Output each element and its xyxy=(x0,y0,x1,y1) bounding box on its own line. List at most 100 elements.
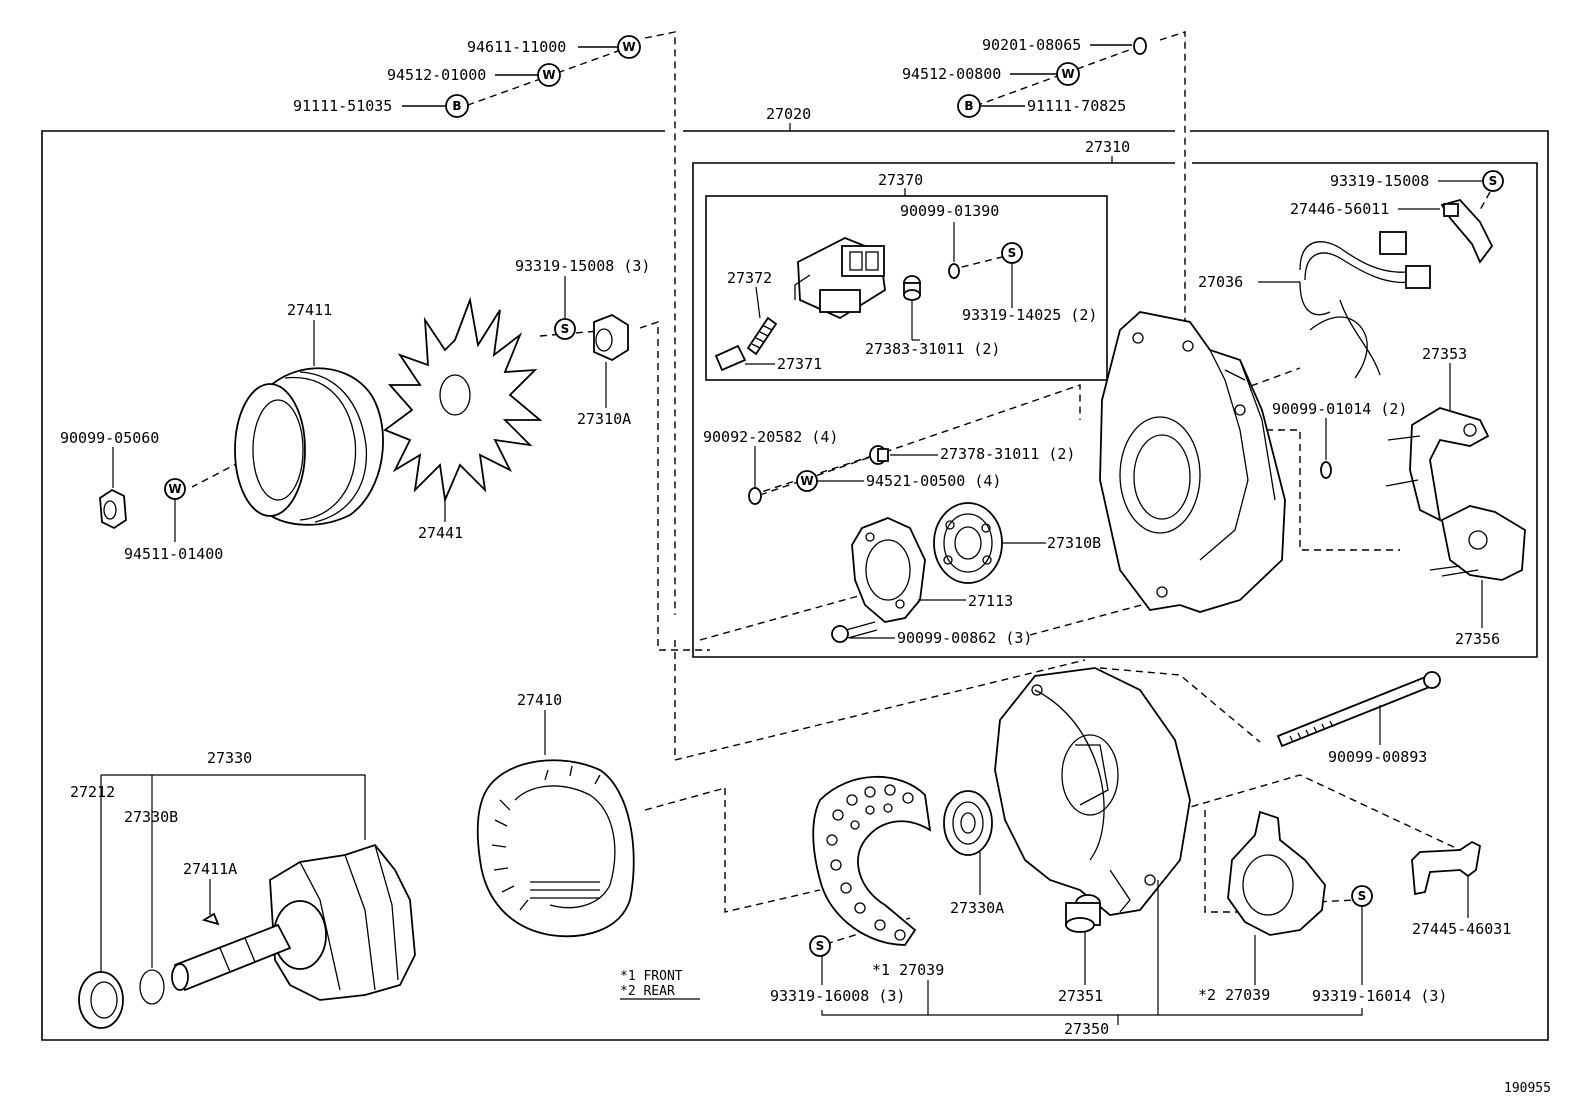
diagram-id: 190955 xyxy=(1504,1081,1551,1096)
svg-text:W: W xyxy=(622,40,635,54)
label-93319-15008-top: 93319-15008 xyxy=(1330,172,1429,190)
screw-icon xyxy=(1482,170,1504,192)
label-90099-00862: 90099-00862 (3) xyxy=(897,629,1032,647)
label-27353: 27353 xyxy=(1422,345,1467,363)
label-90092-20582: 90092-20582 (4) xyxy=(703,428,838,446)
washer-icon xyxy=(1056,62,1080,86)
bearing-27212-part xyxy=(78,971,124,1029)
label-27039-front: *1 27039 xyxy=(872,961,944,979)
label-93319-14025: 93319-14025 (2) xyxy=(962,306,1097,324)
label-90201-08065: 90201-08065 xyxy=(982,36,1081,54)
bolt-27378-part xyxy=(869,445,889,465)
retainer-plate-part xyxy=(851,517,926,623)
frame-27310 xyxy=(692,162,1538,658)
frame-27020 xyxy=(41,130,1549,1041)
label-94521-00500: 94521-00500 (4) xyxy=(866,472,1001,490)
bolt-icon xyxy=(445,94,469,118)
rectifier-27039-rear-part xyxy=(1227,810,1326,936)
label-27378-31011: 27378-31011 (2) xyxy=(940,445,1075,463)
pulley-part xyxy=(234,367,384,526)
bearing-27330A-part xyxy=(943,790,993,856)
pulley-nut-part xyxy=(99,488,127,530)
frame-27370 xyxy=(705,195,1108,381)
svg-text:S: S xyxy=(816,939,825,953)
nut-icon xyxy=(1133,37,1147,55)
front-frame-part xyxy=(994,667,1191,916)
label-27330A: 27330A xyxy=(950,899,1004,917)
label-27446-56011: 27446-56011 xyxy=(1290,200,1389,218)
rotor-part xyxy=(171,843,416,1001)
stator-part xyxy=(476,759,635,938)
label-27356: 27356 xyxy=(1455,630,1500,648)
label-27351: 27351 xyxy=(1058,987,1103,1005)
label-27370: 27370 xyxy=(878,171,923,189)
label-94512-01000: 94512-01000 xyxy=(387,66,486,84)
note-front: *1 FRONT xyxy=(620,969,683,984)
label-27036: 27036 xyxy=(1198,273,1243,291)
label-27411A: 27411A xyxy=(183,860,237,878)
key-part xyxy=(201,912,220,926)
terminal-clip-part xyxy=(1440,198,1494,264)
screw-icon xyxy=(809,935,831,957)
svg-text:S: S xyxy=(1489,174,1498,188)
rectifier-holder-part xyxy=(1385,407,1526,581)
brush-holder-part xyxy=(794,237,886,320)
bushing-27351-part xyxy=(1065,894,1101,933)
svg-text:S: S xyxy=(1008,246,1017,260)
nut-icon xyxy=(1320,461,1332,479)
label-27372: 27372 xyxy=(727,269,772,287)
label-27310: 27310 xyxy=(1085,138,1130,156)
snap-ring-part xyxy=(139,969,165,1005)
label-93319-16014: 93319-16014 (3) xyxy=(1312,987,1447,1005)
label-27410: 27410 xyxy=(517,691,562,709)
spacer-27310A-part xyxy=(593,313,629,362)
label-27212: 27212 xyxy=(70,783,115,801)
fan-part xyxy=(383,296,543,504)
screw-icon xyxy=(554,318,576,340)
nut-icon xyxy=(948,263,960,279)
nut-icon xyxy=(748,487,762,505)
label-90099-01390: 90099-01390 xyxy=(900,202,999,220)
label-94611-11000: 94611-11000 xyxy=(467,38,566,56)
label-27039-rear: *2 27039 xyxy=(1198,986,1270,1004)
terminal-bracket-part xyxy=(1411,840,1481,896)
svg-text:B: B xyxy=(452,99,461,113)
label-27113: 27113 xyxy=(968,592,1013,610)
label-27383-31011: 27383-31011 (2) xyxy=(865,340,1000,358)
label-94512-00800: 94512-00800 xyxy=(902,65,1001,83)
label-27441: 27441 xyxy=(418,524,463,542)
svg-text:S: S xyxy=(1358,889,1367,903)
svg-text:W: W xyxy=(542,68,555,82)
bearing-27310B-part xyxy=(933,502,1003,584)
wire-harness-part xyxy=(1299,231,1431,379)
label-90099-00893: 90099-00893 xyxy=(1328,748,1427,766)
svg-text:W: W xyxy=(168,482,181,496)
label-94511-01400: 94511-01400 xyxy=(124,545,223,563)
label-93319-15008-3: 93319-15008 (3) xyxy=(515,257,650,275)
rear-frame-part xyxy=(1099,311,1286,613)
screw-90099-00862-part xyxy=(831,621,878,643)
fastener-group-right: 90201-08065 W 94512-00800 B 91111-70825 xyxy=(902,36,1147,118)
brush-spring-part xyxy=(746,316,778,356)
label-90099-01014: 90099-01014 (2) xyxy=(1272,400,1407,418)
label-91111-51035: 91111-51035 xyxy=(293,97,392,115)
brush-part xyxy=(714,344,747,372)
label-91111-70825: 91111-70825 xyxy=(1027,97,1126,115)
label-27350: 27350 xyxy=(1064,1020,1109,1038)
label-93319-16008: 93319-16008 (3) xyxy=(770,987,905,1005)
svg-text:S: S xyxy=(561,322,570,336)
through-bolt-part xyxy=(1276,671,1441,748)
label-27371: 27371 xyxy=(777,355,822,373)
terminal-insulator-part xyxy=(903,275,921,301)
note-rear: *2 REAR xyxy=(620,984,675,999)
label-27330: 27330 xyxy=(207,749,252,767)
rectifier-27039-front-part xyxy=(812,775,932,946)
label-90099-05060: 90099-05060 xyxy=(60,429,159,447)
washer-icon xyxy=(617,35,641,59)
bolt-icon xyxy=(957,94,981,118)
label-27310B: 27310B xyxy=(1047,534,1101,552)
label-27020: 27020 xyxy=(766,105,811,123)
fastener-group-left: W 94611-11000 W 94512-01000 B 91111-5103… xyxy=(293,35,641,118)
label-27411: 27411 xyxy=(287,301,332,319)
svg-text:W: W xyxy=(1061,67,1074,81)
